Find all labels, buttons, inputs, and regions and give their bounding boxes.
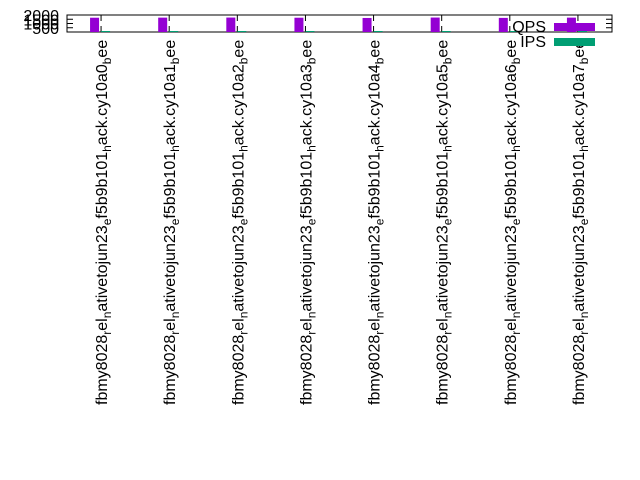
legend-label: IPS [520, 34, 546, 51]
bar-ips [577, 31, 587, 32]
y-tick-label: 2000 [23, 8, 59, 25]
x-tick-label: fbmy8028relnativetojun23ef5b9b101hack.cy… [503, 40, 523, 405]
bar-qps [158, 17, 168, 32]
x-tick-label: fbmy8028relnativetojun23ef5b9b101hack.cy… [162, 40, 182, 405]
bar-ips [169, 31, 179, 32]
bar-qps [362, 17, 372, 32]
x-tick-label: fbmy8028relnativetojun23ef5b9b101hack.cy… [571, 40, 591, 405]
bar-ips [373, 31, 383, 32]
y-tick-label: 500 [32, 21, 59, 38]
x-tick-label: fbmy8028relnativetojun23ef5b9b101hack.cy… [230, 40, 250, 405]
x-axis: fbmy8028relnativetojun23ef5b9b101hack.cy… [94, 15, 591, 405]
legend-swatch-ips [554, 38, 595, 46]
x-tick-label: fbmy8028relnativetojun23ef5b9b101hack.cy… [367, 40, 387, 405]
y-tick-label: 1000 [23, 17, 59, 34]
bar-qps [430, 17, 440, 32]
bar-ips [237, 31, 247, 32]
bar-ips [441, 31, 451, 32]
x-tick-label: fbmy8028relnativetojun23ef5b9b101hack.cy… [94, 40, 114, 405]
legend-label: QPS [512, 19, 546, 36]
legend-swatch-qps [554, 23, 595, 31]
x-tick-label: fbmy8028relnativetojun23ef5b9b101hack.cy… [435, 40, 455, 405]
bar-qps [498, 17, 508, 32]
y-tick-label: 1500 [23, 12, 59, 29]
x-tick-label: fbmy8028relnativetojun23ef5b9b101hack.cy… [298, 40, 318, 405]
bar-qps [294, 17, 304, 32]
bar-ips [509, 31, 519, 32]
bar-ips [101, 31, 111, 32]
bar-qps [90, 17, 100, 32]
bar-ips [305, 31, 315, 32]
bar-qps [226, 17, 236, 32]
